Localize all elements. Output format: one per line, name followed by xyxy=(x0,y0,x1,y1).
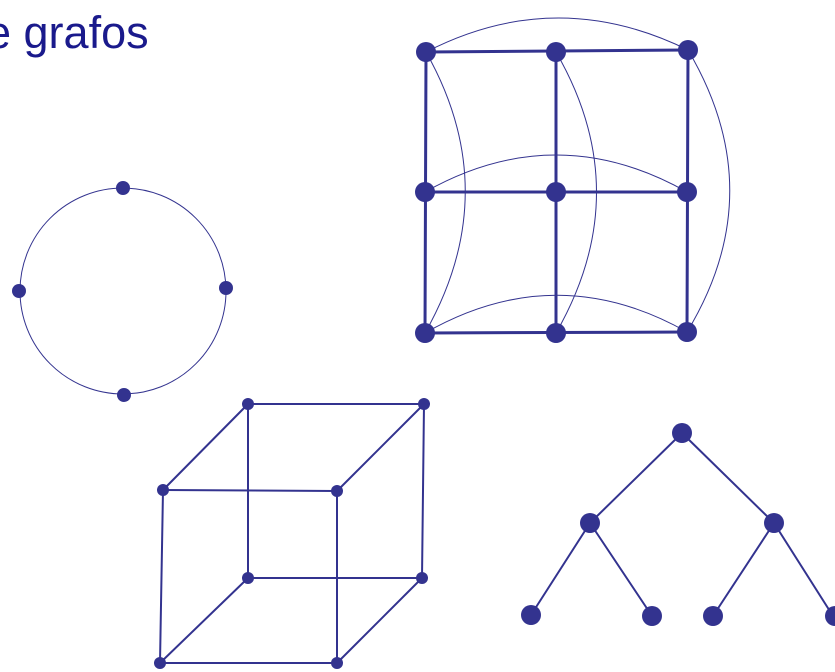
cube-edge xyxy=(336,577,423,664)
cube-edge xyxy=(159,489,164,664)
cube-node xyxy=(242,572,254,584)
tree-node-root xyxy=(672,423,692,443)
tree-edge xyxy=(589,522,653,617)
cube-edge xyxy=(159,577,249,664)
binary-tree-graph xyxy=(521,423,835,626)
cube-graph xyxy=(154,398,430,669)
tree-edge xyxy=(712,522,775,617)
torus-node-2-2 xyxy=(546,182,566,202)
torus-node-2-3 xyxy=(677,182,697,202)
cycle-node-right xyxy=(219,281,233,295)
cube-edge xyxy=(336,403,425,492)
tree-edge xyxy=(530,522,591,616)
torus-node-1-2 xyxy=(546,42,566,62)
cycle-edge xyxy=(19,187,227,395)
tree-edge xyxy=(773,522,834,617)
tree-leaf xyxy=(521,605,541,625)
cube-node xyxy=(157,484,169,496)
cube-node xyxy=(416,572,428,584)
tree-leaf xyxy=(642,606,662,626)
cube-node xyxy=(331,657,343,669)
cycle-node-top xyxy=(116,181,130,195)
torus-node-3-1 xyxy=(415,323,435,343)
tree-node-right xyxy=(764,513,784,533)
tree-edge xyxy=(589,432,683,524)
cycle-node-left xyxy=(12,284,26,298)
cube-edge xyxy=(162,489,338,492)
torus-wrap-arc-row-1 xyxy=(425,17,689,53)
torus-node-3-3 xyxy=(677,322,697,342)
tree-leaf xyxy=(703,606,723,626)
cycle-node-bottom xyxy=(117,388,131,402)
torus-grid-graph xyxy=(415,17,731,343)
cycle-graph xyxy=(12,181,233,402)
cube-edge xyxy=(421,403,425,579)
tree-leaf xyxy=(825,606,835,626)
cube-node xyxy=(242,398,254,410)
slide-title: e grafos xyxy=(0,7,149,58)
torus-wrap-arc-col-3 xyxy=(686,49,731,333)
torus-node-1-1 xyxy=(416,42,436,62)
cube-node xyxy=(418,398,430,410)
torus-node-1-3 xyxy=(678,40,698,60)
tree-edge xyxy=(681,432,775,524)
tree-node-left xyxy=(580,513,600,533)
torus-node-2-1 xyxy=(415,182,435,202)
cube-node xyxy=(331,485,343,497)
cube-node xyxy=(154,657,166,669)
torus-node-3-2 xyxy=(546,323,566,343)
cube-edge xyxy=(162,403,249,491)
